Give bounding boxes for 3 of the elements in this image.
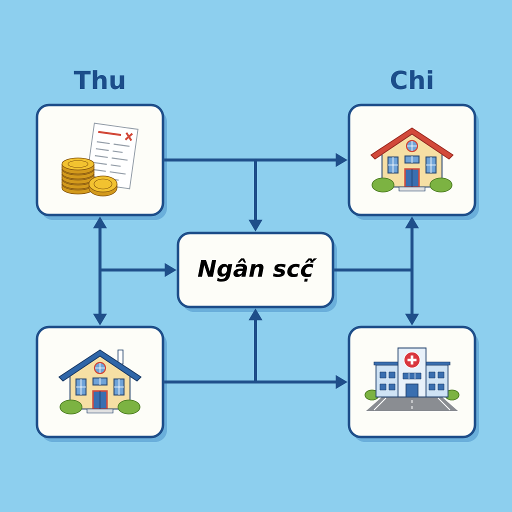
text-box: Ngân scĉ̣́ xyxy=(176,232,337,312)
heading: Thu xyxy=(74,70,124,90)
heading: Chi xyxy=(390,70,432,90)
